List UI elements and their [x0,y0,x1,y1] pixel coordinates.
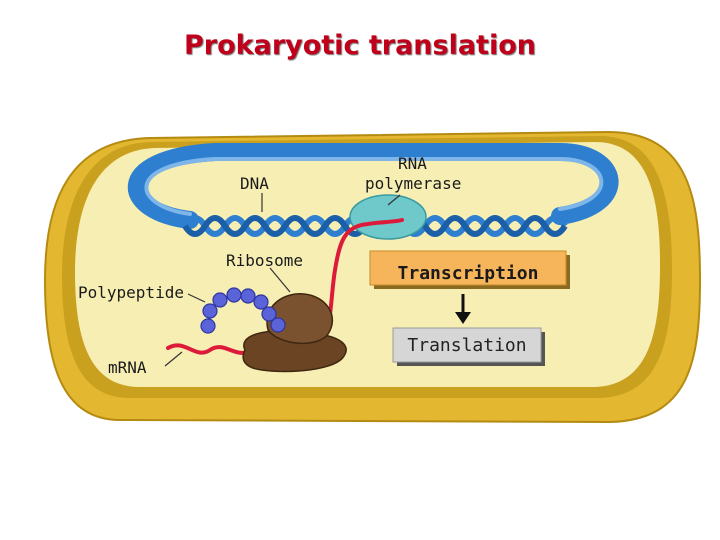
label-leaders [164,193,401,367]
slide-title: Prokaryotic translation [183,30,536,61]
dna-label: DNA [240,174,269,193]
rna-polymerase-label-line2: polymerase [365,174,461,193]
translation-box: Translation [392,327,545,366]
mrna-label: mRNA [108,358,147,377]
dna-loop-highlight [144,157,604,216]
rna-polymerase [349,194,427,240]
ribosome [242,293,347,373]
polypeptide-label: Polypeptide [78,283,184,302]
translation-label: Translation [407,335,526,356]
transcription-label: Transcription [398,263,539,284]
rna-polymerase-label-line1: RNA [398,154,427,173]
process-arrow [455,294,471,324]
cytoplasm [75,142,660,387]
dna-loop [127,143,619,229]
polypeptide-chain [200,287,286,334]
ribosome-label: Ribosome [226,251,303,270]
transcription-box: Transcription [369,250,570,289]
